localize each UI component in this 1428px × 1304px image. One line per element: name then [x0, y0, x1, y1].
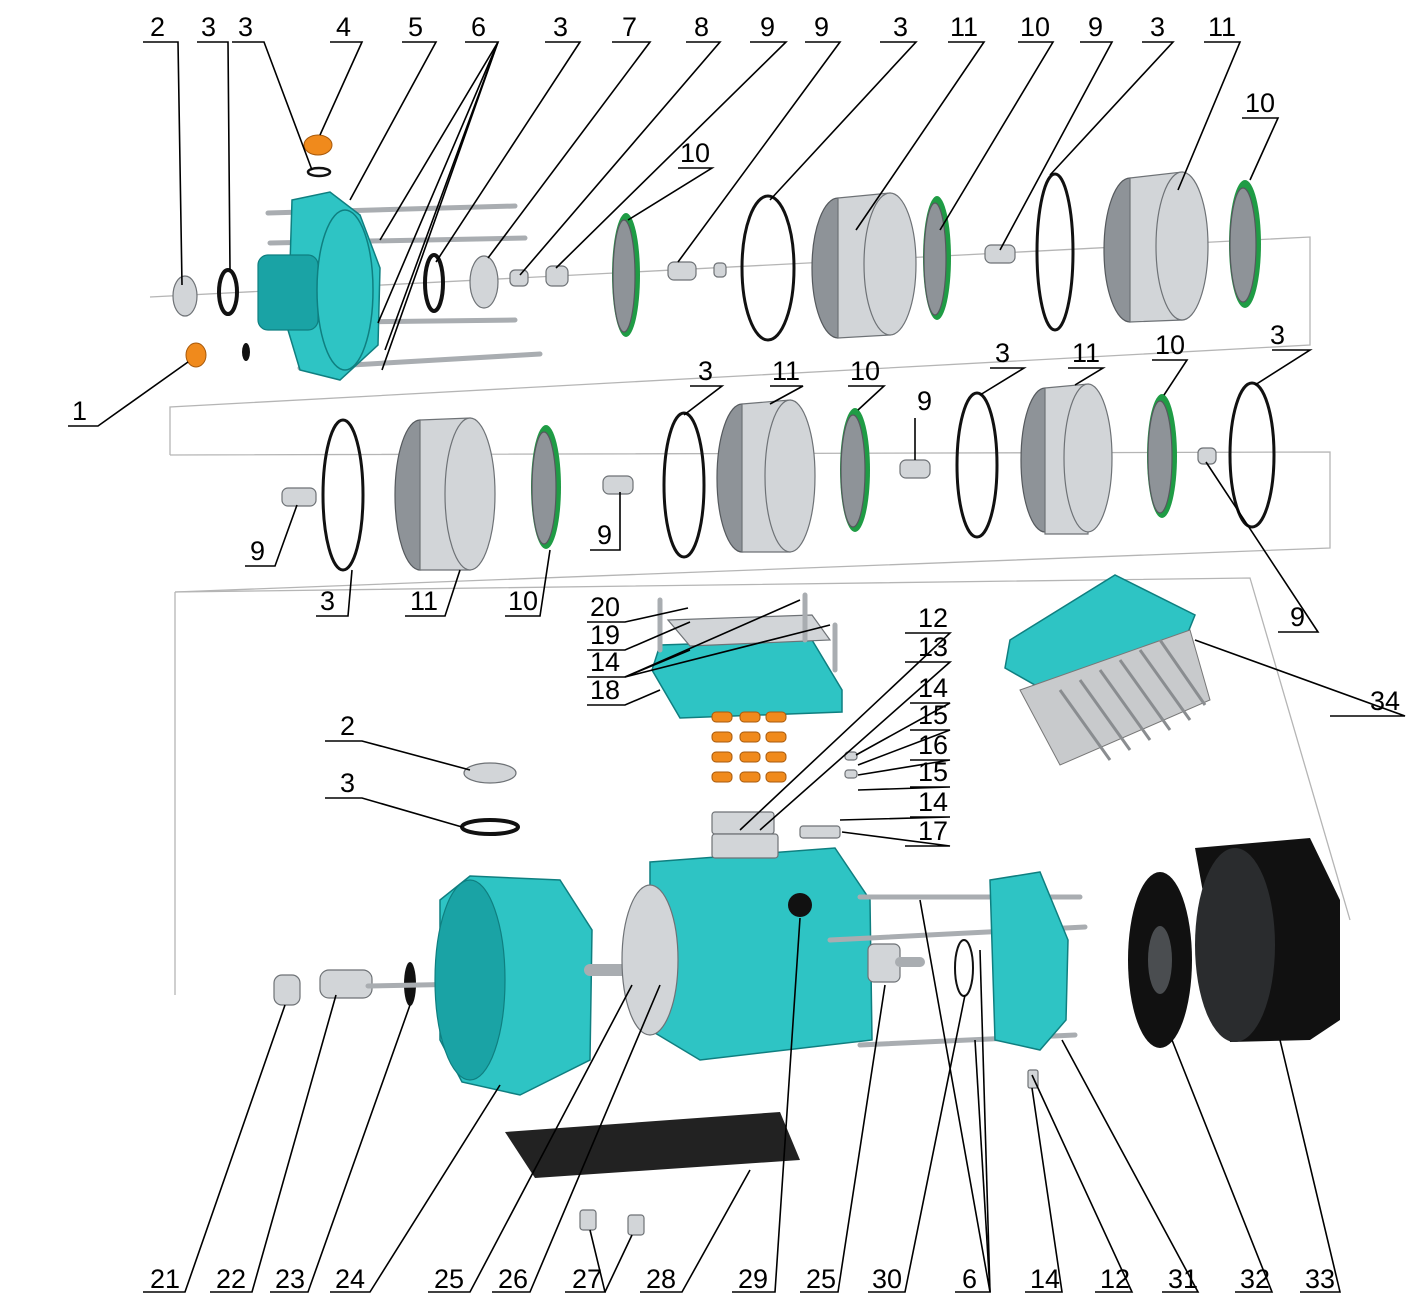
callout-3-mid-c: 3: [1270, 320, 1285, 350]
callout-9-mid-a: 9: [917, 386, 932, 416]
callout-15-a: 15: [918, 700, 948, 730]
callout-12-box: 12: [918, 603, 948, 633]
callout-14-box: 14: [590, 647, 620, 677]
callout-11-top-a: 11: [950, 12, 978, 42]
callout-19: 19: [590, 620, 620, 650]
callout-3-top-d: 3: [893, 12, 908, 42]
callout-29: 29: [738, 1264, 768, 1294]
callout-labels: 2 3 3 4 5 6 3 7 8 9 9 3 11 10 9 3 11 10 …: [72, 12, 1400, 1294]
pump-head-assembly: [172, 134, 543, 381]
callout-10-mid-c: 10: [508, 586, 538, 616]
stage-1: [423, 192, 917, 342]
callout-3-mid-d: 3: [320, 586, 335, 616]
callout-3-top-b: 3: [238, 12, 253, 42]
callout-14-side-a: 14: [918, 673, 948, 703]
callout-5: 5: [408, 12, 423, 42]
leader-lines: [68, 41, 1406, 1293]
callout-25-front: 25: [434, 1264, 464, 1294]
callout-10-top-a: 10: [1020, 12, 1050, 42]
callout-2-top: 2: [150, 12, 165, 42]
callout-9-mid-b: 9: [250, 536, 265, 566]
callout-27: 27: [572, 1264, 602, 1294]
callout-13: 13: [918, 632, 948, 662]
callout-16: 16: [918, 730, 948, 760]
callout-3-top-c: 3: [553, 12, 568, 42]
callout-23: 23: [275, 1264, 305, 1294]
callout-9-top-a: 9: [760, 12, 775, 42]
stage-2: [923, 171, 1261, 332]
callout-11-mid-a: 11: [772, 356, 800, 386]
callout-2-mid: 2: [340, 711, 355, 741]
callout-3-motor: 3: [340, 768, 355, 798]
motor-assembly: [273, 762, 1340, 1236]
callout-8: 8: [694, 12, 709, 42]
cooling-fan: [1128, 872, 1192, 1048]
callout-10-mid-b: 10: [1155, 330, 1185, 360]
callout-20: 20: [590, 592, 620, 622]
callout-21: 21: [150, 1264, 180, 1294]
callout-17: 17: [918, 816, 948, 846]
callout-4: 4: [336, 12, 351, 42]
callout-25-rear: 25: [806, 1264, 836, 1294]
callout-14-side-b: 14: [918, 787, 948, 817]
callout-9-top-b: 9: [814, 12, 829, 42]
callout-3-mid-b: 3: [995, 338, 1010, 368]
callout-10-top-c: 10: [680, 138, 710, 168]
callout-6-bottom: 6: [962, 1264, 977, 1294]
callout-9-mid-d: 9: [1290, 602, 1305, 632]
callout-14-bottom: 14: [1030, 1264, 1060, 1294]
callout-3-top-e: 3: [1150, 12, 1165, 42]
callout-11-mid-c: 11: [410, 586, 438, 616]
callout-32: 32: [1240, 1264, 1270, 1294]
callout-7: 7: [622, 12, 637, 42]
callout-9-top-c: 9: [1088, 12, 1103, 42]
stage-5: [899, 381, 1276, 539]
callout-10-top-b: 10: [1245, 88, 1275, 118]
stage-3: [281, 417, 561, 572]
callout-11-mid-b: 11: [1072, 338, 1100, 368]
callout-15-b: 15: [918, 757, 948, 787]
callout-3-mid-a: 3: [698, 356, 713, 386]
winding-schematic: [1004, 574, 1211, 766]
callout-31: 31: [1168, 1264, 1198, 1294]
callout-28: 28: [646, 1264, 676, 1294]
callout-12-bottom: 12: [1100, 1264, 1130, 1294]
callout-22: 22: [216, 1264, 246, 1294]
callout-1: 1: [72, 396, 87, 426]
callout-6-top: 6: [471, 12, 486, 42]
callout-26: 26: [498, 1264, 528, 1294]
callout-11-top-b: 11: [1208, 12, 1236, 42]
terminal-box-assembly: [651, 592, 858, 839]
callout-3-top-a: 3: [201, 12, 216, 42]
callout-30: 30: [872, 1264, 902, 1294]
callout-18: 18: [590, 675, 620, 705]
callout-24: 24: [335, 1264, 365, 1294]
callout-9-mid-c: 9: [597, 520, 612, 550]
stage-4: [602, 399, 870, 559]
callout-33: 33: [1305, 1264, 1335, 1294]
callout-34: 34: [1370, 686, 1400, 716]
callout-10-mid-a: 10: [850, 356, 880, 386]
terminal-block: [711, 711, 787, 835]
